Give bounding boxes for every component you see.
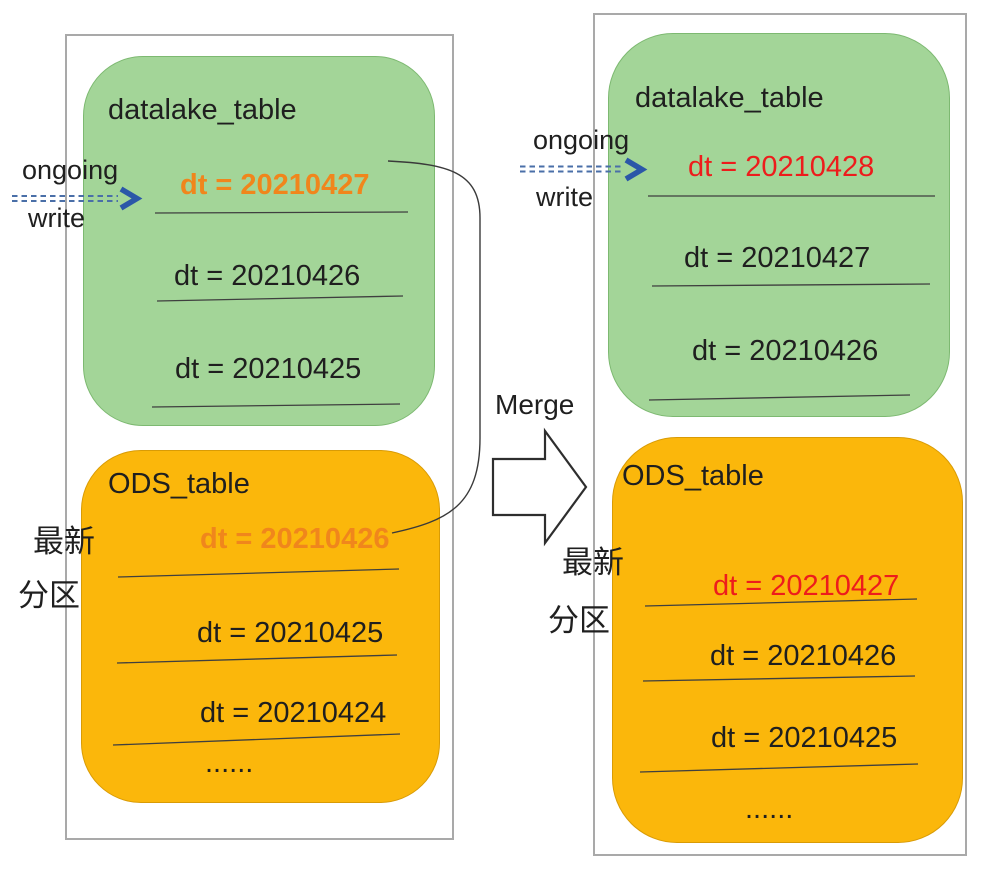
left-ongoing-label: ongoing <box>22 155 119 185</box>
left-latest-partition-label-line1: 最新 <box>33 524 95 559</box>
right-ongoing-label: ongoing <box>533 125 630 155</box>
left-datalake-partition-3: dt = 20210425 <box>175 353 362 385</box>
right-state-panel <box>593 13 967 856</box>
right-write-label: write <box>536 182 594 212</box>
right-datalake-title: datalake_table <box>635 82 824 114</box>
right-datalake-partition-1: dt = 20210428 <box>688 151 875 183</box>
left-latest-partition-label-line2: 分区 <box>18 578 80 613</box>
left-datalake-title: datalake_table <box>108 94 297 126</box>
left-write-label: write <box>28 203 86 233</box>
left-datalake-partition-1: dt = 20210427 <box>180 169 370 201</box>
right-ods-title: ODS_table <box>622 460 764 492</box>
left-ods-ellipsis: ...... <box>205 747 254 779</box>
merge-label: Merge <box>495 389 575 420</box>
right-datalake-table-box <box>608 33 950 417</box>
right-ods-partition-1: dt = 20210427 <box>713 570 900 602</box>
left-datalake-partition-2: dt = 20210426 <box>174 260 361 292</box>
right-latest-partition-label-line1: 最新 <box>562 545 624 580</box>
right-ods-table-box <box>612 437 963 843</box>
right-ods-partition-2: dt = 20210426 <box>710 640 897 672</box>
right-datalake-partition-3: dt = 20210426 <box>692 335 879 367</box>
right-latest-partition-label-line2: 分区 <box>548 603 610 638</box>
left-ods-title: ODS_table <box>108 468 250 500</box>
right-ods-partition-3: dt = 20210425 <box>711 722 898 754</box>
left-ods-partition-1: dt = 20210426 <box>200 523 390 555</box>
merge-arrow <box>491 427 588 547</box>
left-datalake-table-box <box>83 56 435 426</box>
left-ods-partition-3: dt = 20210424 <box>200 697 387 729</box>
left-ods-partition-2: dt = 20210425 <box>197 617 384 649</box>
right-datalake-partition-2: dt = 20210427 <box>684 242 871 274</box>
right-ods-ellipsis: ...... <box>745 793 794 825</box>
